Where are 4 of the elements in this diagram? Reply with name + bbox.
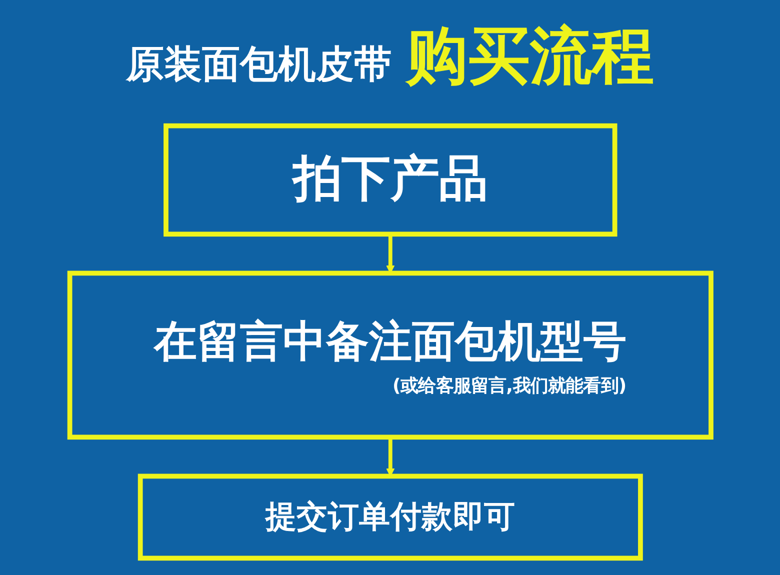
node-box: 提交订单付款即可 — [138, 474, 642, 561]
node-box: 在留言中备注面包机型号 (或给客服留言,我们就能看到) — [66, 270, 714, 440]
node-box: 拍下产品 — [163, 123, 617, 237]
title: 原装面包机皮带 购买流程 — [126, 22, 654, 90]
